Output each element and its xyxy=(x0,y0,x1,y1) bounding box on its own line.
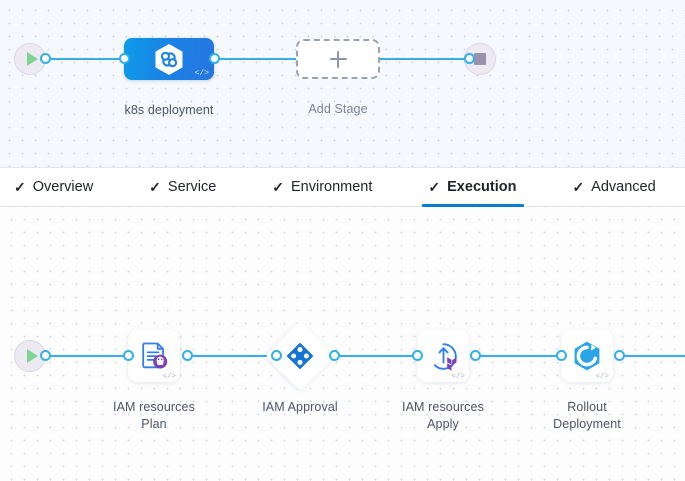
k8s-rollout-icon xyxy=(570,339,604,373)
connector-exec-start-to-plan xyxy=(42,355,134,357)
connector-start-to-stage xyxy=(42,58,124,60)
stop-icon xyxy=(474,53,486,65)
connector-apply-to-rollout xyxy=(470,355,560,357)
end-input-dot[interactable] xyxy=(464,53,475,64)
step-label-iam-resources-apply: IAM resources Apply xyxy=(402,400,484,431)
connector-rollout-to-next xyxy=(614,355,685,357)
stage-label-k8s-deployment: k8s deployment xyxy=(124,103,214,117)
connector-stage-to-add xyxy=(210,58,300,60)
play-icon xyxy=(26,52,38,66)
plus-icon xyxy=(329,50,347,68)
terraform-apply-icon xyxy=(427,340,460,373)
rollout-output-dot[interactable] xyxy=(614,350,625,361)
stage-canvas[interactable]: </> k8s deployment Add Stage xyxy=(0,0,685,168)
tab-label: Service xyxy=(167,179,217,195)
harness-approval-icon xyxy=(285,341,315,371)
connector-approval-to-apply xyxy=(326,355,416,357)
approval-output-dot[interactable] xyxy=(329,350,340,361)
check-icon: ✓ xyxy=(428,179,441,195)
connector-add-to-end xyxy=(378,58,468,60)
plan-output-dot[interactable] xyxy=(182,350,193,361)
tab-service[interactable]: ✓ Service xyxy=(147,168,230,206)
exec-start-output-dot[interactable] xyxy=(40,350,51,361)
stage-output-dot[interactable] xyxy=(209,53,220,64)
start-output-dot[interactable] xyxy=(40,53,51,64)
add-stage-button[interactable] xyxy=(296,39,380,79)
harness-infinity-icon xyxy=(154,43,184,76)
apply-output-dot[interactable] xyxy=(470,350,481,361)
apply-input-dot[interactable] xyxy=(412,350,423,361)
tab-execution[interactable]: ✓ Execution xyxy=(422,168,530,207)
rollout-input-dot[interactable] xyxy=(556,350,567,361)
connector-plan-to-approval xyxy=(187,355,273,357)
tab-environment[interactable]: ✓ Environment xyxy=(270,168,386,206)
check-icon: ✓ xyxy=(14,179,26,195)
stage-input-dot[interactable] xyxy=(119,53,130,64)
stage-tab-bar: ✓ Overview ✓ Service ✓ Environment ✓ Exe… xyxy=(0,168,685,207)
tab-label: Advanced xyxy=(591,179,656,195)
tab-advanced[interactable]: ✓ Advanced xyxy=(570,168,669,206)
tab-label: Environment xyxy=(291,179,373,195)
code-badge-icon: </> xyxy=(194,69,209,78)
step-node-iam-resources-apply[interactable]: </> xyxy=(417,330,469,382)
terraform-plan-icon xyxy=(138,340,170,372)
approval-input-dot[interactable] xyxy=(271,350,282,361)
tab-label: Overview xyxy=(32,179,94,195)
check-icon: ✓ xyxy=(272,179,284,195)
code-badge-icon: </> xyxy=(451,372,465,381)
play-icon xyxy=(26,349,38,363)
execution-canvas[interactable]: </> IAM resources Plan IAM Approval xyxy=(0,207,685,481)
step-label-iam-resources-plan: IAM resources Plan xyxy=(113,400,195,431)
check-icon: ✓ xyxy=(572,179,585,195)
code-badge-icon: </> xyxy=(162,372,176,381)
plan-input-dot[interactable] xyxy=(123,350,134,361)
code-badge-icon: </> xyxy=(595,372,609,381)
tab-overview[interactable]: ✓ Overview xyxy=(12,168,107,206)
step-node-iam-resources-plan[interactable]: </> xyxy=(128,330,180,382)
stage-node-k8s-deployment[interactable]: </> xyxy=(124,38,214,80)
tab-label: Execution xyxy=(447,179,517,195)
step-label-rollout-deployment: Rollout Deployment xyxy=(553,400,621,431)
step-node-rollout-deployment[interactable]: </> xyxy=(561,330,613,382)
step-label-iam-approval: IAM Approval xyxy=(262,400,338,414)
check-icon: ✓ xyxy=(149,179,161,195)
add-stage-label: Add Stage xyxy=(308,102,368,116)
